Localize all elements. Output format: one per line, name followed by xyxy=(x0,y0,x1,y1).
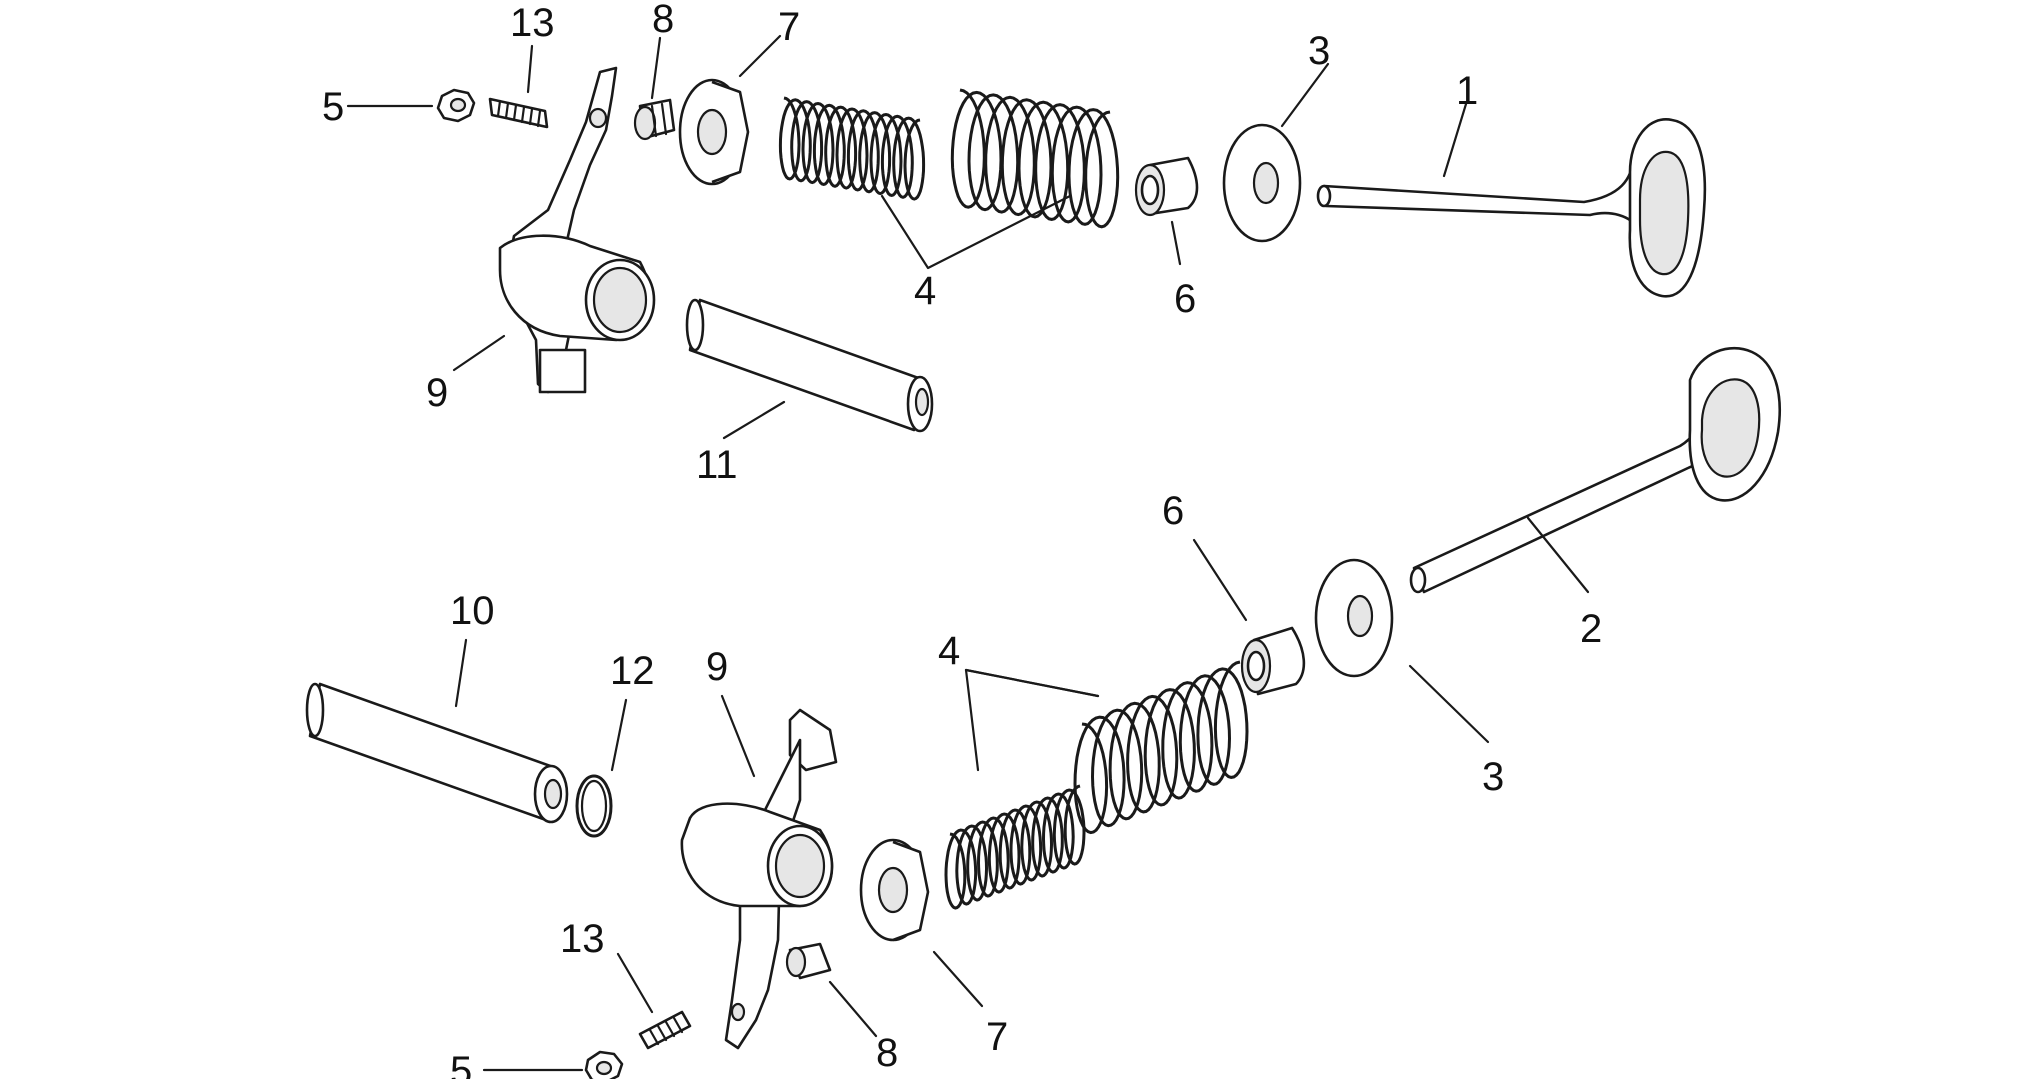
label-cap-upper: 7 xyxy=(778,5,800,49)
label-springs-lower: 4 xyxy=(938,629,960,673)
label-valve-intake: 1 xyxy=(1456,69,1478,113)
rocker-arm-upper xyxy=(498,66,656,394)
label-washer-lower: 3 xyxy=(1482,755,1504,799)
label-screw-upper: 13 xyxy=(510,1,555,45)
label-shaft-lower: 10 xyxy=(450,589,495,633)
rocker-arm-lower xyxy=(680,708,838,1050)
rocker-shaft-lower xyxy=(305,682,569,824)
label-springs-upper: 4 xyxy=(914,269,936,313)
label-seal-upper: 6 xyxy=(1174,277,1196,321)
valve-exhaust xyxy=(1409,347,1782,594)
label-nut-lower: 5 xyxy=(450,1049,472,1079)
label-nut-upper: 5 xyxy=(322,85,344,129)
outer-spring-lower xyxy=(1073,660,1249,835)
label-cap-lower: 7 xyxy=(986,1015,1008,1059)
spring-cap-lower xyxy=(859,838,930,942)
rocker-shaft-upper xyxy=(685,298,934,433)
label-washer-upper: 3 xyxy=(1308,29,1330,73)
adjusting-screw-upper xyxy=(488,97,549,129)
valve-seal-lower xyxy=(1240,626,1306,696)
label-rocker-lower: 9 xyxy=(706,645,728,689)
o-ring xyxy=(575,774,613,838)
valve-cotter-upper xyxy=(633,98,676,141)
outer-spring-upper xyxy=(950,88,1120,229)
label-cotter-upper: 8 xyxy=(652,0,674,41)
nut-upper xyxy=(436,88,476,123)
leader-lines xyxy=(346,34,1590,1072)
spring-cap-upper xyxy=(678,78,750,186)
label-rocker-upper: 9 xyxy=(426,371,448,415)
label-seal-lower: 6 xyxy=(1162,489,1184,533)
nut-lower xyxy=(584,1050,624,1079)
label-valve-exhaust: 2 xyxy=(1580,607,1602,651)
inner-spring-lower xyxy=(944,784,1086,910)
part-labels: 5 13 8 7 3 1 6 4 9 11 6 2 3 10 12 9 4 13… xyxy=(322,0,1602,1079)
valve-seal-upper xyxy=(1134,156,1199,217)
washer-lower xyxy=(1314,558,1394,678)
washer-upper xyxy=(1222,123,1302,243)
label-shaft-upper: 11 xyxy=(696,443,738,487)
valve-cotter-lower xyxy=(785,942,832,980)
valve-intake xyxy=(1316,118,1707,298)
adjusting-screw-lower xyxy=(638,1010,692,1050)
inner-spring-upper xyxy=(778,96,926,201)
label-oring: 12 xyxy=(610,649,655,693)
label-cotter-lower: 8 xyxy=(876,1031,898,1075)
label-screw-lower: 13 xyxy=(560,917,605,961)
